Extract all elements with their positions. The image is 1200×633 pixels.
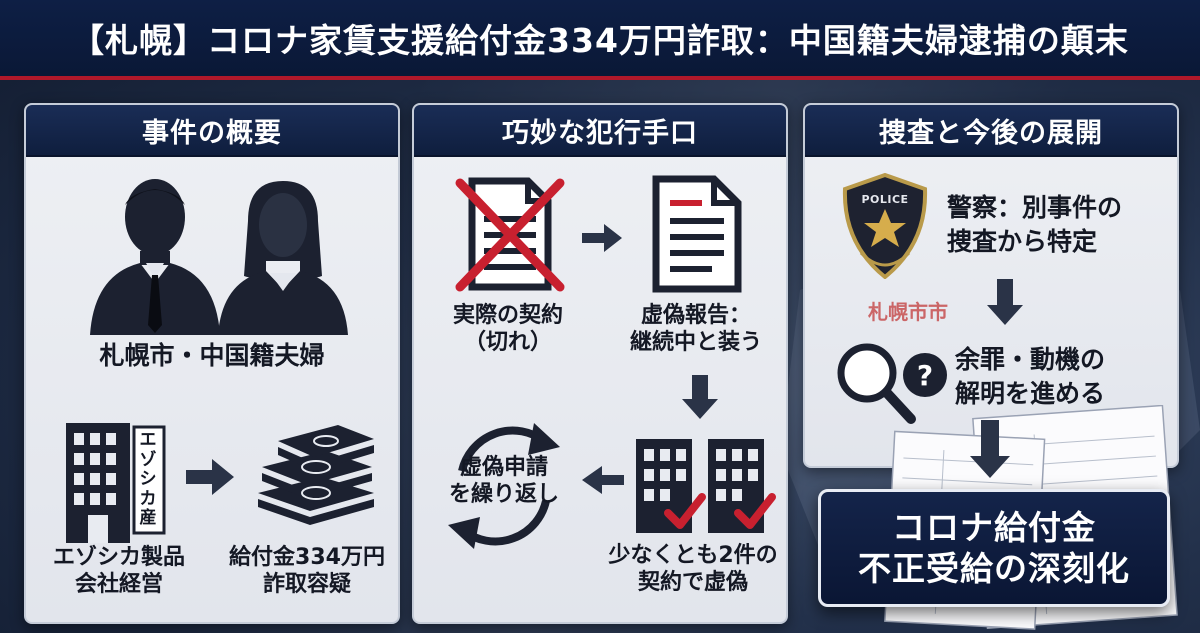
repeated-application-label: 虚偽申請 を繰り返し bbox=[448, 455, 559, 507]
couple-label: 札幌市・中国籍夫婦 bbox=[99, 341, 325, 370]
false-contracts-label: 少なくとも2件の 契約で虚偽 bbox=[608, 543, 778, 595]
arrow-right-icon bbox=[186, 459, 234, 495]
arrow-down-icon bbox=[987, 279, 1023, 325]
overview-heading: 事件の概要 bbox=[142, 117, 282, 149]
conclusion-line-2: 不正受給の深刻化 bbox=[858, 549, 1130, 588]
overview-panel: 事件の概要 札幌市・中国籍夫婦 エゾシカ産 bbox=[24, 103, 400, 624]
arrow-down-icon bbox=[682, 375, 718, 419]
investigation-panel: 捜査と今後の展開 POLICE 警察：別事件の 捜査から特定 ? 余罪・動機の … bbox=[803, 103, 1179, 468]
method-heading: 巧妙な犯行手口 bbox=[502, 117, 698, 149]
police-badge-icon bbox=[842, 173, 928, 279]
conclusion-line-1: コロナ給付金 bbox=[892, 507, 1096, 547]
fraud-amount-label: 給付金334万円 詐取容疑 bbox=[229, 545, 385, 597]
arrow-left-icon bbox=[582, 466, 624, 494]
woman-icon bbox=[218, 181, 348, 335]
method-panel-header: 巧妙な犯行手口 bbox=[414, 105, 786, 157]
method-panel: 巧妙な犯行手口 実際の契約 （切れ） 虚偽報告： 継続中と装う 虚偽申請 を繰り… bbox=[412, 103, 788, 624]
investigation-panel-header: 捜査と今後の展開 bbox=[805, 105, 1177, 157]
company-sign-text: エゾシカ産 bbox=[139, 430, 157, 529]
man-icon bbox=[90, 179, 220, 335]
motive-investigation-label: 余罪・動機の 解明を進める bbox=[955, 345, 1106, 408]
page-title: 【札幌】コロナ家賃支援給付金334万円詐取：中国籍夫婦逮捕の顛末 bbox=[71, 21, 1129, 60]
company-label: エゾシカ製品 会社経営 bbox=[52, 545, 185, 597]
crossed-document-icon bbox=[455, 177, 565, 292]
title-banner: 【札幌】コロナ家賃支援給付金334万円詐取：中国籍夫婦逮捕の顛末 bbox=[0, 0, 1200, 80]
actual-contract-label: 実際の契約 （切れ） bbox=[452, 303, 563, 355]
overview-panel-header: 事件の概要 bbox=[26, 105, 398, 157]
repeat-cycle-icon bbox=[448, 423, 560, 549]
city-map-label: 札幌市市 bbox=[868, 300, 948, 324]
police-identification-label: 警察：別事件の 捜査から特定 bbox=[947, 193, 1123, 256]
false-report-label: 虚偽報告： 継続中と装う bbox=[629, 303, 762, 355]
police-badge-text: POLICE bbox=[861, 193, 909, 206]
report-document-icon bbox=[652, 175, 742, 293]
investigation-heading: 捜査と今後の展開 bbox=[879, 117, 1103, 149]
arrow-right-icon bbox=[582, 224, 622, 252]
conclusion-box: コロナ給付金 不正受給の深刻化 bbox=[818, 489, 1170, 607]
money-stack-icon bbox=[258, 425, 374, 525]
arrow-down-icon bbox=[970, 420, 1010, 478]
contract-buildings-icon bbox=[636, 439, 776, 533]
magnifier-question-icon: ? bbox=[837, 343, 947, 424]
svg-text:?: ? bbox=[917, 359, 933, 392]
company-building-icon bbox=[66, 423, 166, 543]
